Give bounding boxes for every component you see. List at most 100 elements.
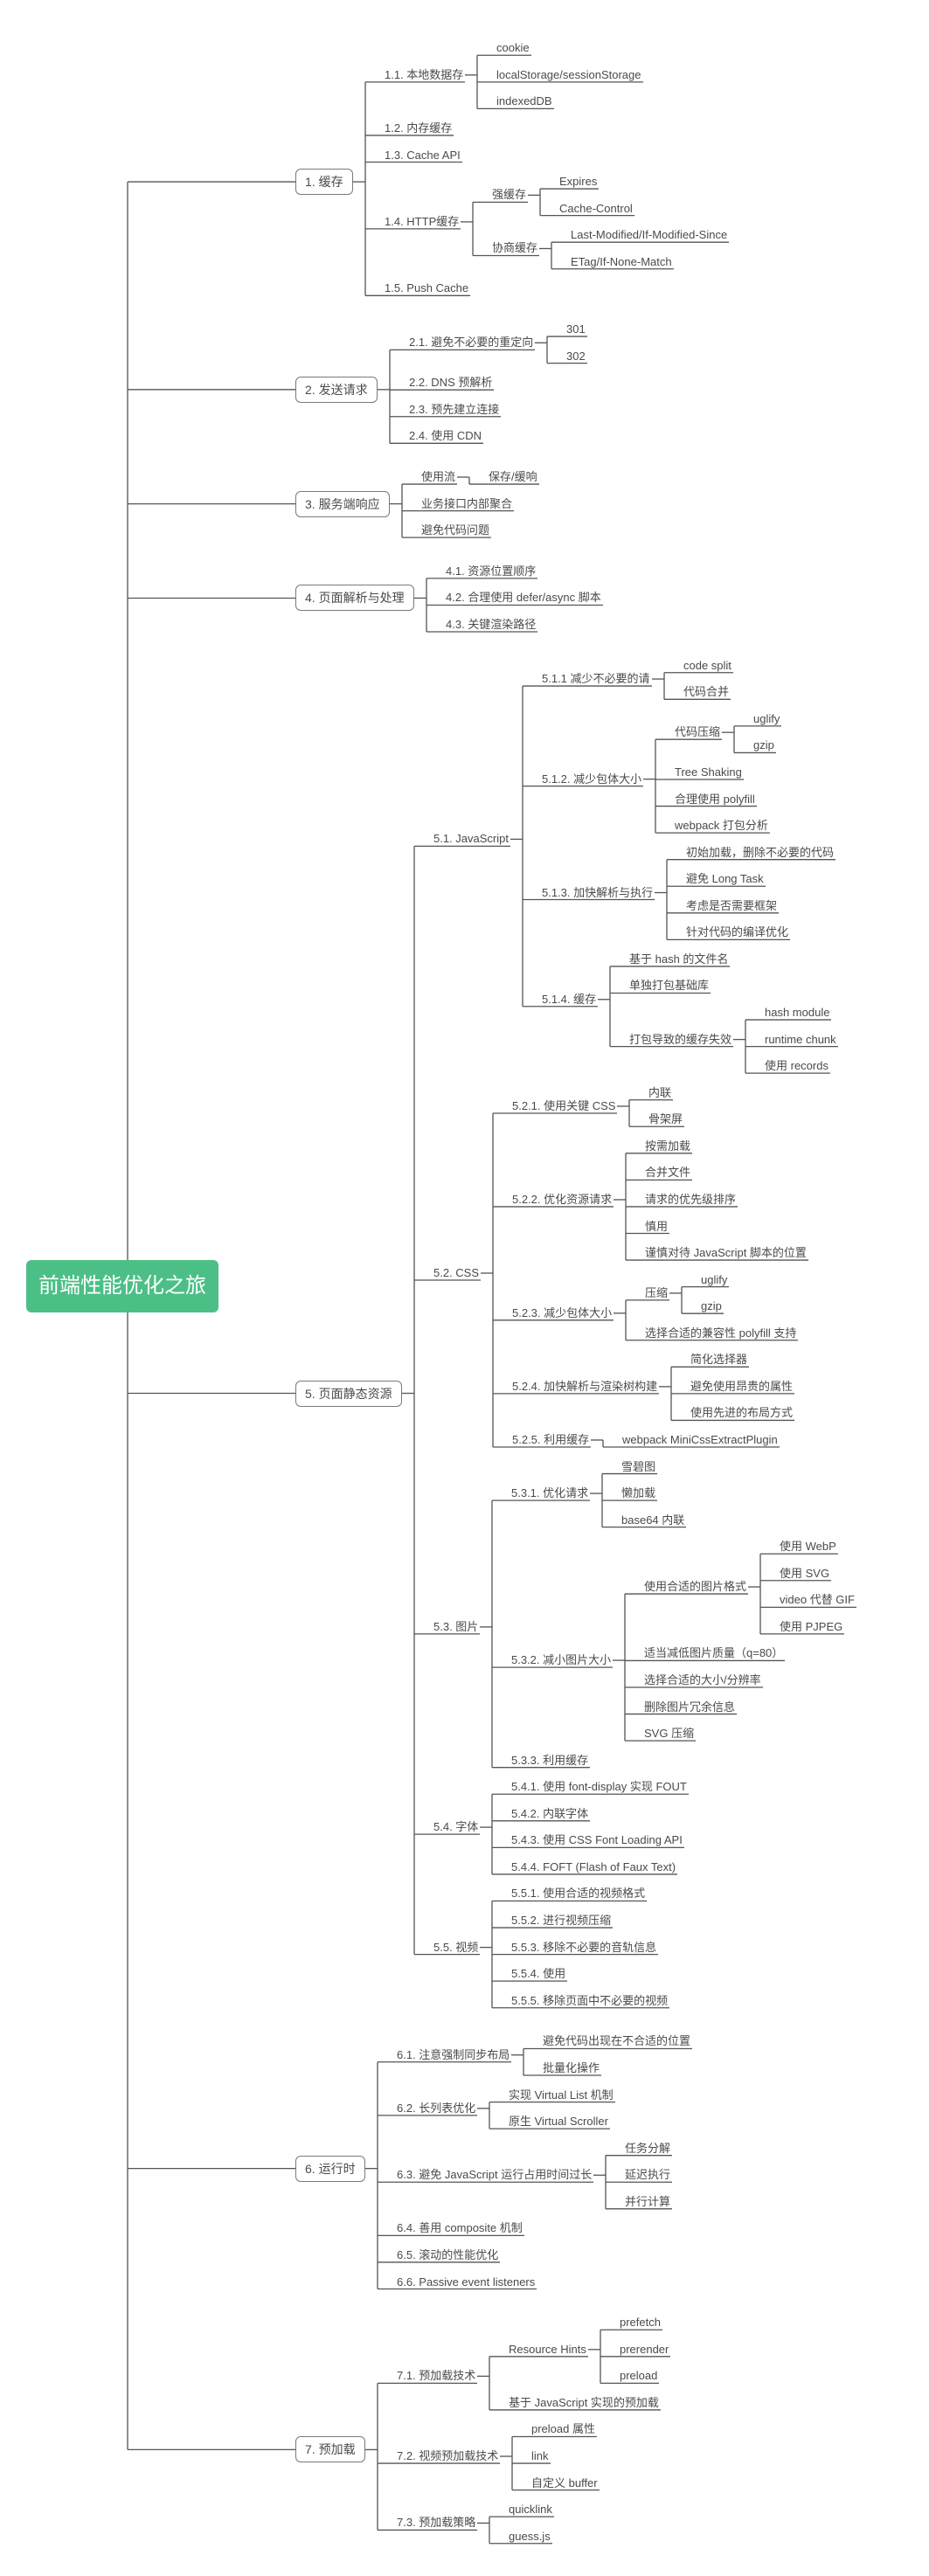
subtopic: 初始加载，删除不必要的代码	[686, 845, 835, 859]
subtopic: 2.4. 使用 CDN	[409, 429, 482, 443]
subtopic: 压缩	[645, 1285, 669, 1299]
subtopic: 打包导致的缓存失效	[629, 1032, 732, 1046]
subtopic: 5.1. JavaScript	[433, 832, 509, 846]
subtopic: 4.2. 合理使用 defer/async 脚本	[446, 591, 601, 605]
subtopic: 5.5. 视频	[433, 1940, 479, 1954]
subtopic: base64 内联	[621, 1513, 685, 1527]
subtopic: 6.6. Passive event listeners	[397, 2275, 536, 2289]
subtopic: webpack MiniCssExtractPlugin	[622, 1432, 778, 1446]
subtopic: 6.4. 善用 composite 机制	[397, 2221, 523, 2235]
subtopic: uglify	[701, 1272, 728, 1286]
subtopic: 使用合适的图片格式	[644, 1580, 747, 1594]
subtopic: 业务接口内部聚合	[421, 496, 513, 510]
main-topic: 2. 发送请求	[295, 376, 378, 403]
subtopic: 雪碧图	[621, 1459, 656, 1473]
subtopic: 6.1. 注意强制同步布局	[397, 2047, 510, 2061]
subtopic: gzip	[701, 1299, 722, 1313]
subtopic: 按需加载	[645, 1139, 691, 1153]
subtopic: 1.5. Push Cache	[385, 281, 469, 295]
main-topic: 6. 运行时	[295, 2155, 365, 2182]
subtopic: cookie	[496, 41, 530, 55]
subtopic: 使用先进的布局方式	[690, 1406, 794, 1420]
subtopic: 使用 SVG	[780, 1566, 830, 1580]
subtopic: Resource Hints	[509, 2342, 586, 2356]
subtopic: uglify	[753, 711, 780, 725]
subtopic: 2.3. 预先建立连接	[409, 402, 500, 416]
subtopic: 避免代码问题	[421, 523, 490, 537]
subtopic: 保存/缓响	[489, 470, 537, 484]
subtopic: 5.1.3. 加快解析与执行	[542, 885, 654, 899]
main-topic: 1. 缓存	[295, 169, 353, 196]
subtopic: 5.5.4. 使用	[511, 1967, 566, 1981]
subtopic: 5.3.2. 减小图片大小	[511, 1653, 612, 1667]
subtopic: 请求的优先级排序	[645, 1192, 737, 1206]
subtopic: 考虑是否需要框架	[686, 898, 778, 912]
subtopic: guess.js	[509, 2529, 551, 2543]
main-topic: 3. 服务端响应	[295, 490, 390, 517]
subtopic: 7.2. 视频预加载技术	[397, 2449, 499, 2463]
subtopic: 基于 JavaScript 实现的预加载	[509, 2395, 659, 2409]
subtopic: 避免使用昂贵的属性	[690, 1379, 794, 1393]
subtopic: 内联	[648, 1085, 672, 1099]
subtopic: 5.4.3. 使用 CSS Font Loading API	[511, 1833, 683, 1847]
subtopic: 1.2. 内存缓存	[385, 121, 453, 135]
subtopic: gzip	[753, 738, 774, 752]
subtopic: 避免 Long Task	[686, 872, 764, 886]
subtopic: 7.1. 预加载技术	[397, 2369, 476, 2383]
subtopic: localStorage/sessionStorage	[496, 67, 641, 81]
subtopic: 5.4. 字体	[433, 1820, 479, 1834]
subtopic: link	[531, 2449, 549, 2463]
subtopic: 1.1. 本地数据存	[385, 67, 464, 81]
subtopic: 合理使用 polyfill	[675, 792, 755, 806]
subtopic: 骨架屏	[648, 1112, 683, 1126]
subtopic: Tree Shaking	[675, 765, 742, 779]
root-topic: 前端性能优化之旅	[26, 1260, 218, 1312]
subtopic: 代码合并	[683, 685, 730, 699]
subtopic: 选择合适的大小/分辨率	[644, 1673, 761, 1686]
subtopic: 5.5.2. 进行视频压缩	[511, 1914, 612, 1928]
subtopic: 基于 hash 的文件名	[629, 952, 729, 966]
subtopic: code split	[683, 658, 731, 672]
subtopic: preload	[620, 2369, 658, 2383]
subtopic: webpack 打包分析	[675, 819, 768, 833]
subtopic: 5.1.1 减少不必要的请	[542, 672, 650, 686]
subtopic: video 代替 GIF	[780, 1593, 855, 1607]
subtopic: 5.2.5. 利用缓存	[512, 1432, 590, 1446]
subtopic: Cache-Control	[559, 201, 633, 215]
subtopic: 5.1.4. 缓存	[542, 992, 597, 1006]
subtopic: 懒加载	[621, 1486, 656, 1500]
subtopic: 5.3. 图片	[433, 1619, 479, 1633]
subtopic: 自定义 buffer	[531, 2476, 598, 2489]
subtopic: 5.4.2. 内联字体	[511, 1806, 589, 1820]
subtopic: 选择合适的兼容性 polyfill 支持	[645, 1326, 797, 1340]
subtopic: 使用 WebP	[780, 1540, 836, 1554]
subtopic: 1.3. Cache API	[385, 148, 461, 162]
subtopic: 强缓存	[492, 188, 527, 202]
subtopic: 避免代码出现在不合适的位置	[543, 2034, 691, 2048]
subtopic: 7.3. 预加载策略	[397, 2516, 476, 2530]
subtopic: 4.3. 关键渲染路径	[446, 618, 537, 632]
main-topic: 5. 页面静态资源	[295, 1380, 402, 1407]
subtopic: 5.5.1. 使用合适的视频格式	[511, 1887, 646, 1901]
subtopic: 谨慎对待 JavaScript 脚本的位置	[645, 1246, 807, 1260]
subtopic: ETag/If-None-Match	[571, 254, 672, 268]
subtopic: prerender	[620, 2342, 669, 2356]
subtopic: 302	[566, 349, 586, 363]
subtopic: 5.2.4. 加快解析与渲染树构建	[512, 1379, 658, 1393]
subtopic: 6.2. 长列表优化	[397, 2101, 476, 2115]
subtopic: 针对代码的编译优化	[686, 925, 789, 939]
subtopic: 使用 PJPEG	[780, 1619, 843, 1633]
subtopic: 5.3.1. 优化请求	[511, 1486, 589, 1500]
subtopic: 5.3.3. 利用缓存	[511, 1753, 589, 1767]
subtopic: 4.1. 资源位置顺序	[446, 564, 537, 578]
subtopic: 6.3. 避免 JavaScript 运行占用时间过长	[397, 2168, 593, 2182]
subtopic: 301	[566, 322, 586, 336]
subtopic: 5.2.3. 减少包体大小	[512, 1305, 613, 1319]
subtopic: 5.2. CSS	[433, 1265, 480, 1279]
subtopic: runtime chunk	[765, 1032, 836, 1046]
subtopic: 批量化操作	[543, 2061, 600, 2075]
subtopic: quicklink	[509, 2503, 552, 2517]
subtopic: 5.4.1. 使用 font-display 实现 FOUT	[511, 1780, 687, 1794]
subtopic: 5.4.4. FOFT (Flash of Faux Text)	[511, 1859, 676, 1873]
